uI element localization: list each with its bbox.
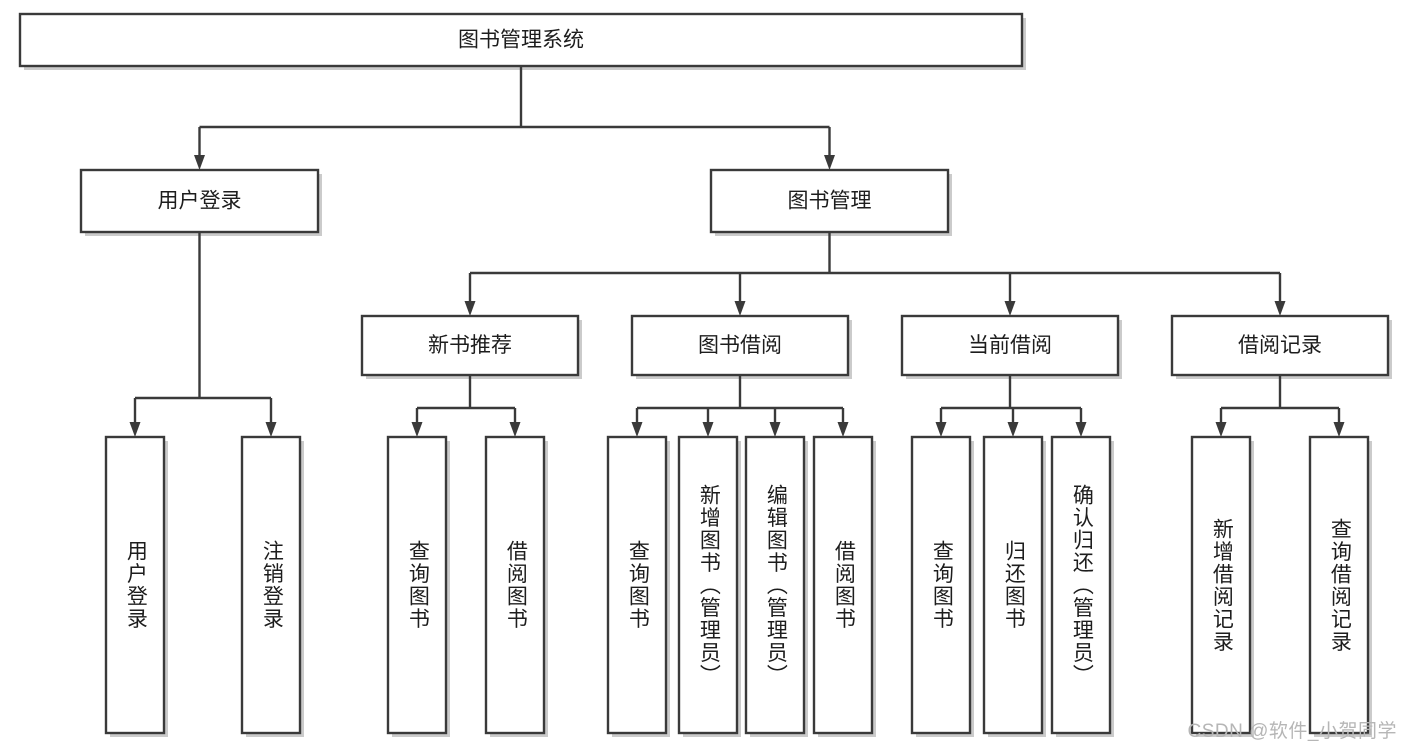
node-leaf-query-book-3	[910, 435, 974, 737]
arrow-head-leaf-query-book-2	[631, 422, 643, 437]
node-leaf-return-book	[982, 435, 1046, 737]
node-rect	[1170, 314, 1390, 377]
arrow-head-leaf-confirm-return	[1075, 422, 1087, 437]
node-rect	[79, 168, 320, 234]
node-current-borrow	[900, 314, 1122, 379]
node-label-book-borrow: 图书借阅	[698, 334, 782, 357]
node-rect	[386, 435, 448, 735]
node-leaf-add-book	[677, 435, 741, 737]
arrow-head-leaf-user-login	[129, 422, 141, 437]
node-label-borrow-record: 借阅记录	[1238, 334, 1322, 357]
arrow-head-current-borrow	[1004, 301, 1016, 316]
node-borrow-record	[1170, 314, 1392, 379]
node-rect	[910, 435, 972, 735]
node-box-layer	[18, 12, 1392, 737]
node-rect	[484, 435, 546, 735]
node-rect	[606, 435, 668, 735]
node-rect	[744, 435, 806, 735]
connector-layer	[133, 66, 1341, 422]
node-book-borrow	[630, 314, 852, 379]
node-label-current-borrow: 当前借阅	[968, 334, 1052, 357]
csdn-watermark: CSDN @软件_小贺同学	[1187, 721, 1397, 742]
node-leaf-query-book-2	[606, 435, 670, 737]
node-leaf-add-record	[1190, 435, 1254, 737]
node-rect	[1050, 435, 1112, 735]
node-rect	[104, 435, 166, 735]
arrow-head-new-book-recommend	[464, 301, 476, 316]
arrow-head-leaf-user-logout	[265, 422, 277, 437]
node-leaf-edit-book	[744, 435, 808, 737]
node-leaf-query-book-1	[386, 435, 450, 737]
node-root	[18, 12, 1026, 70]
arrow-head-leaf-borrow-book-1	[509, 422, 521, 437]
arrow-head-leaf-add-record	[1215, 422, 1227, 437]
arrow-head-leaf-query-record	[1333, 422, 1345, 437]
arrow-head-leaf-edit-book	[769, 422, 781, 437]
node-rect	[240, 435, 302, 735]
node-rect	[1190, 435, 1252, 735]
node-leaf-borrow-book-1	[484, 435, 548, 737]
node-rect	[812, 435, 874, 735]
node-user-login	[79, 168, 322, 236]
arrow-head-user-login	[194, 155, 205, 170]
node-rect	[18, 12, 1024, 68]
node-label-root: 图书管理系统	[458, 29, 584, 52]
arrowhead-layer	[129, 155, 1345, 437]
node-leaf-query-record	[1308, 435, 1372, 737]
arrow-head-leaf-borrow-book-2	[837, 422, 849, 437]
node-leaf-user-login	[104, 435, 168, 737]
node-label-book-manage: 图书管理	[788, 190, 872, 213]
arrow-head-leaf-query-book-1	[411, 422, 423, 437]
arrow-head-book-borrow	[734, 301, 746, 316]
node-rect	[1308, 435, 1370, 735]
arrow-head-leaf-query-book-3	[935, 422, 947, 437]
arrow-head-book-manage	[824, 155, 835, 170]
node-leaf-confirm-return	[1050, 435, 1114, 737]
node-label-user-login: 用户登录	[158, 190, 242, 213]
node-rect	[677, 435, 739, 735]
node-rect	[900, 314, 1120, 377]
node-leaf-borrow-book-2	[812, 435, 876, 737]
node-label-new-book-recommend: 新书推荐	[428, 334, 512, 357]
arrow-head-leaf-return-book	[1007, 422, 1019, 437]
node-leaf-user-logout	[240, 435, 304, 737]
node-rect	[982, 435, 1044, 735]
arrow-head-borrow-record	[1274, 301, 1286, 316]
arrow-head-leaf-add-book	[702, 422, 714, 437]
